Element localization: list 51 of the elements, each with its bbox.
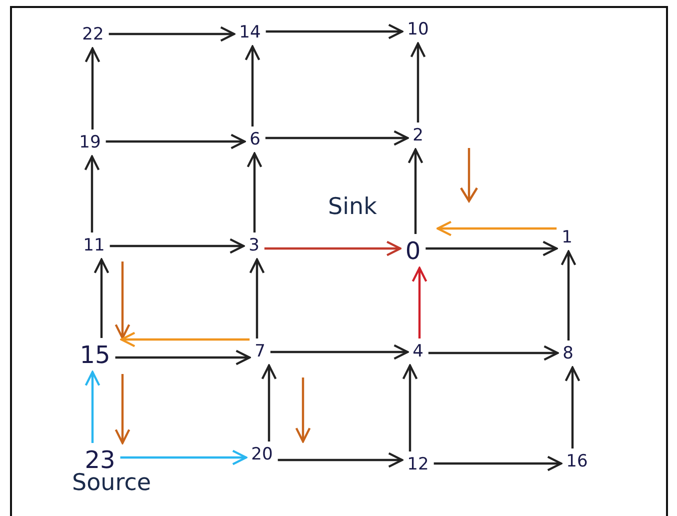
- arrow: [434, 456, 562, 472]
- arrow: [428, 345, 559, 361]
- arrow: [266, 24, 404, 40]
- node-label: 0: [402, 236, 424, 266]
- arrow: [249, 258, 265, 338]
- arrow: [410, 42, 426, 122]
- arrow: [402, 364, 418, 452]
- arrow: [278, 452, 404, 468]
- arrow: [108, 26, 236, 42]
- node-label: 1: [558, 226, 576, 250]
- node-label: 20: [248, 444, 276, 466]
- arrow: [295, 378, 311, 443]
- arrow: [560, 250, 576, 340]
- node-label: 19: [76, 132, 104, 154]
- node-label: 3: [246, 234, 262, 258]
- node-label: 4: [410, 340, 426, 364]
- arrow: [120, 450, 248, 466]
- arrow: [408, 148, 424, 234]
- arrow: [94, 258, 110, 338]
- arrow: [120, 332, 250, 348]
- arrow: [412, 266, 428, 338]
- arrow: [270, 344, 409, 360]
- arrow: [265, 130, 409, 146]
- arrow: [261, 364, 277, 442]
- node-label: 11: [80, 234, 108, 258]
- arrow: [84, 47, 100, 130]
- node-label: 16: [563, 450, 591, 474]
- node-label: 15: [76, 340, 114, 370]
- arrow: [106, 134, 246, 150]
- arrow: [246, 152, 262, 232]
- arrow: [114, 374, 130, 444]
- arrow: [84, 370, 100, 443]
- arrow: [84, 155, 100, 232]
- node-label: 10: [404, 18, 432, 42]
- arrow: [115, 350, 251, 366]
- arrow: [426, 240, 558, 256]
- node-label: 14: [236, 22, 264, 44]
- node-label: 2: [410, 124, 426, 148]
- node-label: 8: [560, 342, 576, 366]
- node-caption: Sink: [328, 196, 377, 219]
- arrow: [244, 45, 260, 126]
- node-label: 6: [246, 128, 264, 152]
- arrow: [436, 220, 557, 236]
- arrow: [110, 238, 245, 254]
- node-label: 12: [404, 454, 432, 476]
- arrow: [114, 262, 130, 340]
- node-label: 22: [79, 24, 107, 46]
- node-caption: Source: [72, 472, 151, 495]
- node-label: 7: [252, 340, 268, 364]
- arrow: [264, 240, 402, 256]
- arrow: [564, 366, 580, 448]
